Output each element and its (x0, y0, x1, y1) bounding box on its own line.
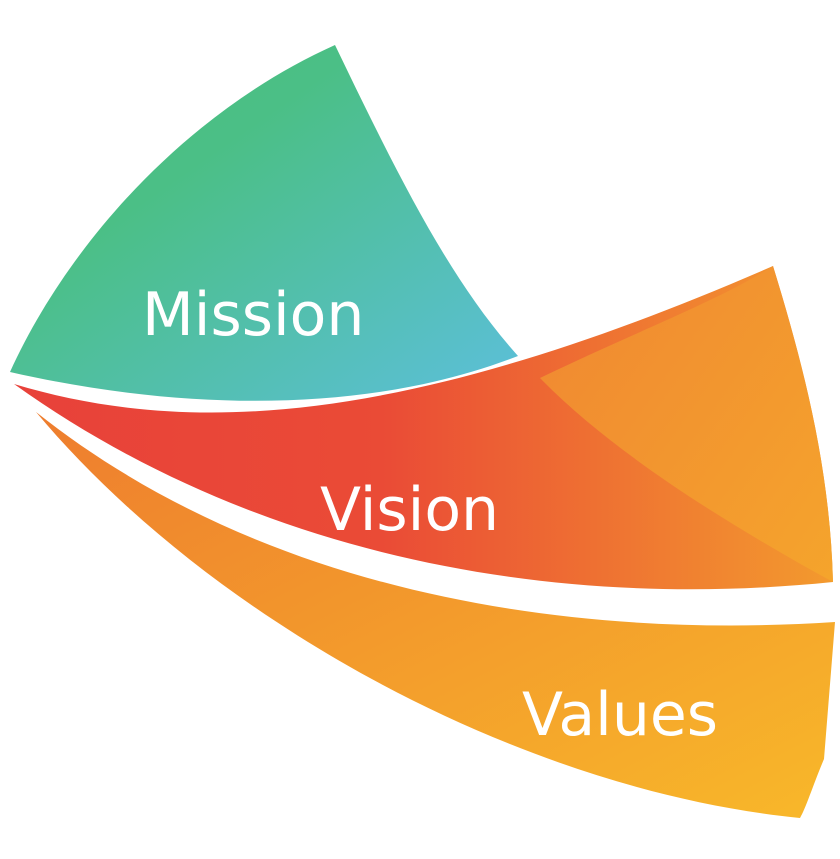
mission-shape (10, 45, 518, 401)
values-label: Values (522, 680, 718, 750)
vision-label: Vision (320, 475, 499, 545)
mission-segment: Mission (10, 45, 518, 401)
vision-overlap-shape (540, 266, 833, 582)
values-shape (36, 412, 835, 818)
mission-label: Mission (142, 280, 364, 350)
values-segment: Values (36, 412, 835, 818)
vision-segment: Vision (14, 266, 833, 590)
